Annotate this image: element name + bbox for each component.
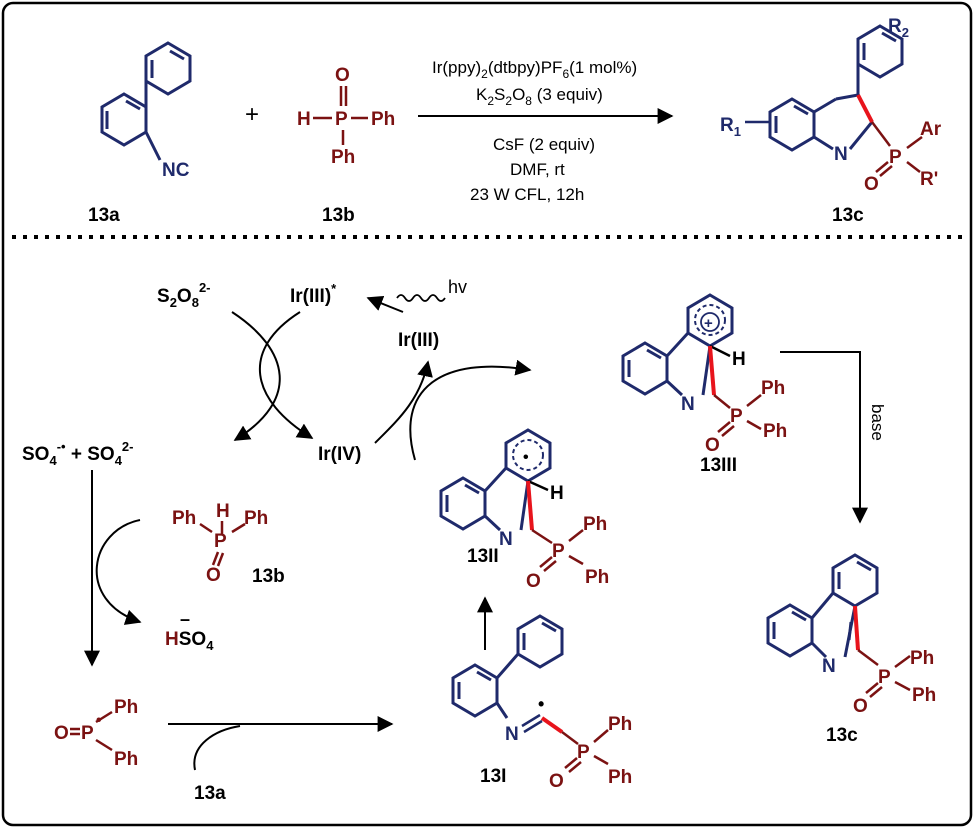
hso4-byproduct: HSO4 (165, 629, 214, 653)
plus-sign: + (245, 101, 259, 128)
svg-text:H: H (550, 483, 564, 504)
label-13III: 13III (700, 455, 737, 476)
svg-text:O: O (549, 771, 564, 792)
compound-13c-top: N R1 R2 P Ar R' O (720, 16, 942, 195)
compound-13II: • H N P Ph Ph O (439, 428, 609, 592)
svg-text:P: P (214, 531, 227, 552)
svg-text:•: • (538, 694, 544, 714)
svg-text:NC: NC (162, 160, 190, 181)
svg-text:23 W CFL, 12h: 23 W CFL, 12h (470, 185, 584, 204)
svg-text:Ph: Ph (371, 109, 395, 130)
svg-text:O: O (853, 696, 868, 717)
svg-text:+: + (704, 315, 713, 332)
label-13I: 13I (480, 766, 506, 787)
excitation-arrow (366, 295, 404, 313)
label-13II: 13II (467, 546, 499, 567)
svg-text:N: N (499, 529, 513, 550)
label-13b-top: 13b (322, 205, 355, 226)
svg-text:O: O (864, 174, 879, 195)
13II-to-13III-arrow (409, 359, 532, 461)
svg-text:O: O (335, 65, 350, 86)
svg-text:Ph: Ph (114, 697, 138, 718)
deprotonation-arrow (780, 351, 868, 524)
svg-text:H: H (732, 349, 746, 370)
sulfate-products: SO4-• + SO42- (22, 439, 133, 468)
label-13b-mech: 13b (252, 566, 285, 587)
compound-13a: NC (100, 41, 192, 181)
svg-text:Ph: Ph (608, 767, 632, 788)
svg-text:P: P (878, 667, 891, 688)
compound-13I: N • P Ph Ph O (451, 614, 632, 792)
svg-text:Ph: Ph (761, 378, 785, 399)
svg-text:P: P (889, 147, 902, 168)
svg-text:R2: R2 (888, 16, 909, 40)
reaction-conditions: Ir(ppy)2(dtbpy)PF6(1 mol%) K2S2O8 (3 equ… (432, 58, 637, 204)
svg-text:P: P (577, 742, 590, 763)
label-13c-mech: 13c (826, 725, 858, 746)
svg-text:K2S2O8 (3 equiv): K2S2O8 (3 equiv) (476, 85, 603, 108)
svg-text:O: O (526, 571, 541, 592)
svg-text:P: P (81, 723, 94, 744)
hat-curved-arrow (95, 519, 142, 625)
svg-text:Ph: Ph (910, 648, 934, 669)
svg-text:P: P (552, 541, 565, 562)
svg-text:O: O (54, 723, 69, 744)
label-13a-mech: 13a (194, 783, 226, 804)
svg-text:N: N (834, 144, 848, 165)
svg-text:Ir(ppy)2(dtbpy)PF6(1 mol%): Ir(ppy)2(dtbpy)PF6(1 mol%) (432, 58, 637, 81)
svg-text:Ar: Ar (920, 119, 942, 140)
base-label: base (868, 404, 887, 441)
svg-text:O: O (206, 565, 221, 586)
svg-text:Ph: Ph (172, 508, 196, 529)
svg-text:Ph: Ph (763, 421, 787, 442)
ir-iv: Ir(IV) (318, 444, 361, 465)
irstar-to-iriv-arrow (259, 311, 314, 439)
persulfate: S2O82- (157, 280, 211, 310)
svg-text:N: N (822, 656, 836, 677)
light-wavy-line (396, 294, 446, 302)
svg-text:P: P (335, 109, 348, 130)
svg-text:N: N (681, 394, 695, 415)
persulfate-to-sulfate-arrow (231, 311, 281, 441)
svg-text:Ph: Ph (583, 514, 607, 535)
label-13a-top: 13a (88, 205, 120, 226)
hv-label: hv (448, 277, 467, 297)
svg-text:Ph: Ph (912, 685, 936, 706)
compound-13b-mech: H Ph P Ph O (172, 501, 268, 586)
svg-text:R': R' (920, 169, 938, 190)
svg-text:•: • (523, 449, 529, 466)
svg-text:H: H (297, 109, 311, 130)
svg-text:Ph: Ph (331, 147, 355, 168)
svg-text:Ph: Ph (114, 749, 138, 770)
label-13c-top: 13c (832, 205, 864, 226)
phosphinoyl-radical: O P • Ph Ph (54, 697, 138, 770)
13a-input-curve (193, 725, 241, 771)
svg-text:R1: R1 (720, 115, 741, 139)
svg-text:O: O (705, 435, 720, 456)
svg-text:DMF, rt: DMF, rt (510, 160, 565, 179)
svg-text:Ph: Ph (244, 508, 268, 529)
svg-text:H: H (216, 501, 230, 522)
svg-text:P: P (730, 406, 743, 427)
ir-iii-excited: Ir(III)* (290, 281, 337, 307)
compound-13c-mech: N P Ph Ph O (766, 553, 936, 717)
svg-text:N: N (505, 724, 519, 745)
svg-text:CsF (2 equiv): CsF (2 equiv) (493, 135, 595, 154)
ir-iii: Ir(III) (398, 330, 439, 351)
hso4-charge: – (180, 609, 190, 629)
svg-text:Ph: Ph (608, 714, 632, 735)
compound-13III: + H N P Ph Ph O (621, 293, 787, 456)
svg-text:Ph: Ph (585, 567, 609, 588)
iriv-to-iriii-arrow (374, 360, 433, 444)
compound-13b: O H P Ph Ph (297, 65, 395, 168)
